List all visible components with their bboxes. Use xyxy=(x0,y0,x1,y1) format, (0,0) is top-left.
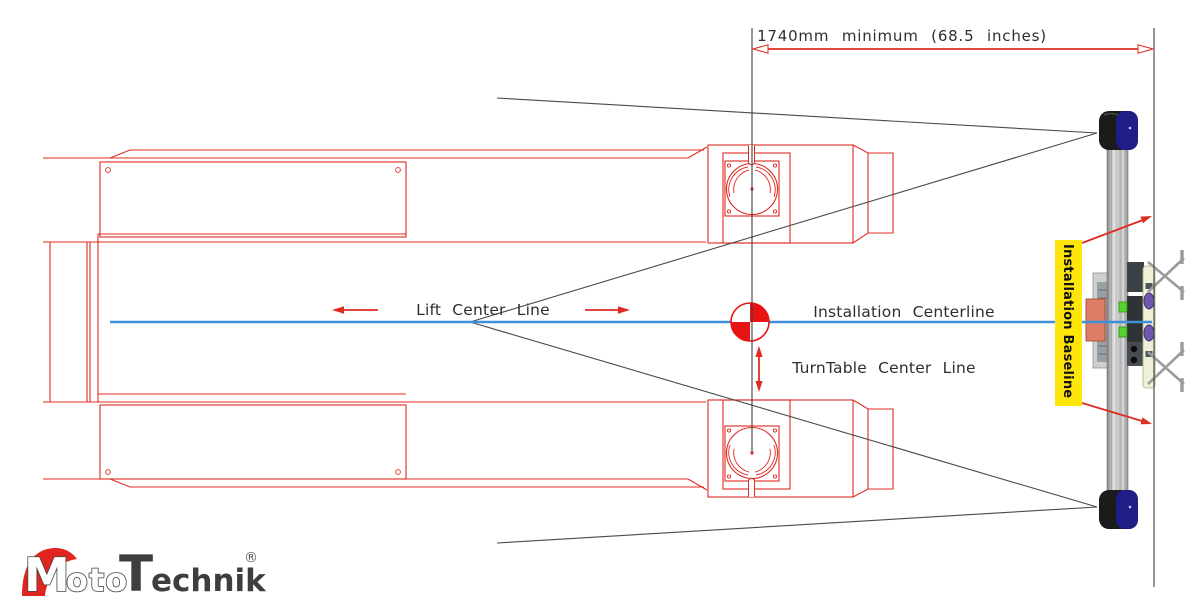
turntable-arc xyxy=(728,444,749,476)
turntable-arc xyxy=(733,448,750,473)
turntable-arc xyxy=(728,166,749,198)
arrowhead xyxy=(332,306,344,314)
reflector-target xyxy=(1143,292,1155,310)
bolt-hole xyxy=(105,167,111,173)
plate-screw xyxy=(726,474,732,479)
plate-screw xyxy=(726,163,732,168)
measuring-head-red-box xyxy=(1085,298,1106,342)
clamp-bracket-upper xyxy=(1127,262,1144,292)
bolt-hole xyxy=(395,469,401,475)
logo-letter-m: M xyxy=(24,548,70,602)
dimension-label: 1740mm minimum (68.5 inches) xyxy=(757,27,1047,45)
camera-beam-assembly xyxy=(1085,111,1185,529)
turntable-arc xyxy=(733,169,750,194)
plate-screw xyxy=(772,163,778,168)
registered-trademark-icon: ® xyxy=(244,550,258,566)
logo-letters-oto: oto xyxy=(66,561,128,599)
baseline-label-background xyxy=(1055,240,1082,406)
arrowhead xyxy=(1140,216,1152,224)
bolt-hole xyxy=(395,167,401,173)
turntable-arc xyxy=(755,166,776,198)
sight-line-top-outer xyxy=(496,97,1098,134)
center-target-symbol xyxy=(730,302,770,342)
clamp-knob xyxy=(1130,345,1138,353)
turntable-pin-slot xyxy=(748,477,755,497)
arrowhead xyxy=(755,346,763,357)
plate-screw xyxy=(726,209,732,214)
dimension-arrowhead-left xyxy=(751,44,769,54)
arrowhead xyxy=(755,381,763,392)
logo-letter-t: T xyxy=(119,545,153,603)
mototechnik-logo: M oto T echnik ® xyxy=(22,545,267,603)
bottom-turntable-assembly xyxy=(707,399,894,498)
dimension-arrowhead-right xyxy=(1137,44,1155,54)
plate-screw xyxy=(772,209,778,214)
installation-centerline-label: Installation Centerline xyxy=(813,303,995,321)
turntable-arc xyxy=(755,444,776,476)
baseline-label-text: Installation Baseline xyxy=(1060,244,1075,398)
plate-screw xyxy=(772,428,778,433)
ramp-taper xyxy=(852,399,894,498)
arrowhead xyxy=(618,306,630,314)
sight-line-bottom-outer xyxy=(496,506,1098,544)
top-camera-pod xyxy=(1099,111,1138,150)
dimension-1740mm: 1740mm minimum (68.5 inches) xyxy=(751,27,1155,54)
plate-screw xyxy=(772,474,778,479)
turntable-arc xyxy=(754,169,771,194)
green-level-indicator xyxy=(1118,326,1128,338)
top-approach-plate xyxy=(99,161,407,238)
turntable-plate-housing xyxy=(722,152,791,244)
turntable-center-dot xyxy=(750,451,754,455)
sight-line-top-inner xyxy=(469,132,1098,323)
turntable-arc xyxy=(754,448,771,473)
logo-red-swoosh xyxy=(22,547,77,596)
arrowhead xyxy=(1140,417,1152,425)
sight-line-bottom-inner xyxy=(469,321,1098,508)
top-turntable-assembly xyxy=(707,144,894,244)
bottom-runway-jog-left xyxy=(109,478,131,488)
lift-top-view-drawing xyxy=(43,144,894,498)
baseline-pointer-top xyxy=(1081,219,1144,244)
reflector-target xyxy=(1143,324,1155,342)
bottom-approach-plate xyxy=(99,404,407,480)
baseline-pointer-bottom xyxy=(1081,402,1143,422)
board-nub xyxy=(1145,283,1153,289)
green-level-indicator xyxy=(1118,301,1128,313)
top-runway-jog-left xyxy=(109,149,131,159)
bottom-runway-jog-right xyxy=(687,478,708,491)
top-runway-jog-right xyxy=(687,146,708,159)
ramp-taper xyxy=(852,144,894,244)
plate-screw xyxy=(726,428,732,433)
clamp-knob xyxy=(1130,356,1138,364)
logo-letters-echnik: echnik xyxy=(151,563,267,599)
bolt-hole xyxy=(105,469,111,475)
turntable-center-line-label: TurnTable Center Line xyxy=(791,359,975,377)
turntable-plate-housing xyxy=(722,399,791,490)
lift-center-line-label: Lift Center Line xyxy=(416,301,550,319)
camera-sight-lines xyxy=(469,97,1098,544)
installation-baseline-label: Installation Baseline xyxy=(1055,216,1152,425)
beam-extrusion-grooves xyxy=(1111,120,1126,521)
turntable-box xyxy=(707,399,854,498)
bottom-camera-pod xyxy=(1099,490,1138,529)
annotation-arrows xyxy=(332,306,763,392)
